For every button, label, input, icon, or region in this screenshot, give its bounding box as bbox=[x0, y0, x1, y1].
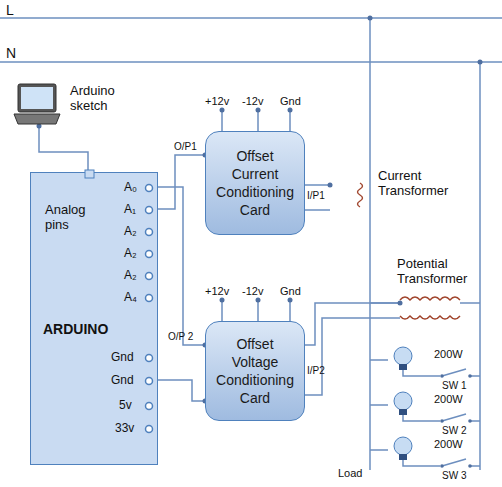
pin-label: A₁ bbox=[124, 203, 136, 217]
pin-label: A₂ bbox=[124, 269, 137, 283]
pin-label: A₂ bbox=[124, 247, 137, 261]
lamp-wire bbox=[370, 450, 480, 466]
card-title: Offset Voltage Conditioning Card bbox=[212, 335, 298, 408]
signal-wire bbox=[305, 184, 330, 186]
conditioning-card: Offset Voltage Conditioning Card bbox=[205, 321, 305, 421]
component-label: 200W bbox=[434, 393, 463, 406]
line-drop bbox=[369, 18, 371, 470]
terminal-label: I/P1 bbox=[307, 190, 325, 202]
terminal-label: O/P1 bbox=[174, 141, 197, 153]
component: Potential Transformer bbox=[395, 255, 499, 295]
pt-return-wire bbox=[305, 318, 400, 395]
component-label: 200W bbox=[434, 348, 463, 361]
terminal-label: O/P 2 bbox=[168, 331, 193, 343]
signal-wire bbox=[39, 126, 88, 172]
component-label: 200W bbox=[434, 438, 463, 451]
lamp-wire bbox=[370, 360, 480, 376]
neutral-drop bbox=[479, 62, 481, 470]
terminal-label: N bbox=[6, 45, 16, 61]
pt-secondary-coil bbox=[400, 316, 460, 319]
terminal-dot bbox=[398, 301, 403, 306]
pt-primary-coil bbox=[400, 297, 460, 300]
terminal-label: +12v bbox=[205, 285, 229, 298]
terminal-label: Gnd bbox=[280, 95, 301, 108]
signal-wire bbox=[158, 155, 205, 209]
card-title: Offset Current Conditioning Card bbox=[212, 147, 298, 220]
component-label: Arduino sketch bbox=[70, 84, 130, 114]
ct-coil bbox=[358, 183, 363, 207]
pin-label: A₀ bbox=[124, 181, 137, 195]
pin-label: A₄ bbox=[124, 291, 137, 305]
terminal-label: L bbox=[6, 2, 14, 18]
ct-return-wire bbox=[305, 209, 330, 211]
signal-wire bbox=[305, 303, 400, 345]
pin-label: A₂ bbox=[124, 225, 137, 239]
component-label: ARDUINO bbox=[43, 321, 108, 337]
component: 200W bbox=[386, 435, 476, 465]
supply-leads bbox=[222, 302, 290, 321]
component: 200W bbox=[386, 390, 476, 420]
component-label: Analog pins bbox=[45, 203, 95, 233]
signal-wire bbox=[158, 380, 205, 401]
terminal-label: SW 3 bbox=[442, 470, 466, 482]
component: Arduino sketch bbox=[12, 82, 162, 138]
conditioning-card: Offset Current Conditioning Card bbox=[205, 131, 305, 235]
terminal-label: -12v bbox=[242, 95, 263, 108]
terminal-dot bbox=[328, 183, 333, 188]
terminal-label: SW 2 bbox=[442, 425, 466, 437]
lamp-wire bbox=[370, 405, 480, 421]
arduino-board: ARDUINOAnalog pinsA₀A₁A₂A₂A₂A₄GndGnd5v33… bbox=[30, 172, 158, 465]
component: 200W bbox=[386, 345, 476, 375]
terminal-label: Gnd bbox=[280, 285, 301, 298]
pin-label: Gnd bbox=[111, 374, 134, 388]
neutral-wire bbox=[0, 61, 502, 63]
supply-leads bbox=[222, 112, 290, 131]
terminal-label: SW 1 bbox=[442, 380, 466, 392]
pin-label: 33v bbox=[115, 422, 134, 436]
line-wire bbox=[0, 17, 502, 19]
signal-wire bbox=[158, 187, 205, 345]
pin-label: 5v bbox=[119, 399, 132, 413]
pin-label: Gnd bbox=[111, 351, 134, 365]
terminal-label: -12v bbox=[242, 285, 263, 298]
terminal-label: +12v bbox=[205, 95, 229, 108]
component-label: Potential Transformer bbox=[397, 257, 497, 287]
terminal-label: I/P2 bbox=[307, 365, 325, 377]
terminal-label: Load bbox=[338, 467, 362, 480]
component-label: Current Transformer bbox=[378, 169, 488, 199]
component: Current Transformer bbox=[330, 165, 498, 220]
